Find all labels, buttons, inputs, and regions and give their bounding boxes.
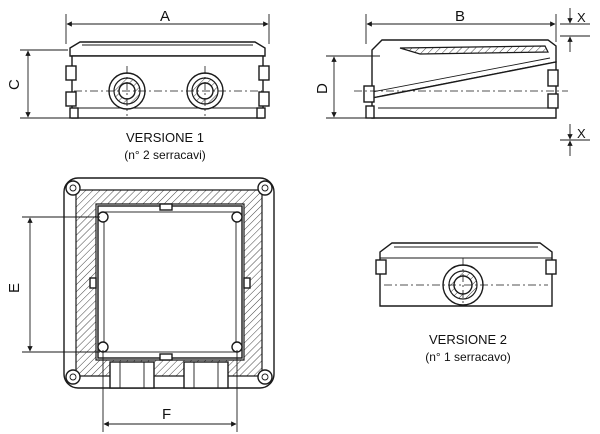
version2-subtitle: (n° 1 serracavo)	[425, 350, 511, 364]
dim-x-top-label: X	[577, 10, 586, 25]
version2-title: VERSIONE 2	[429, 332, 507, 347]
version1-subtitle: (n° 2 serracavi)	[124, 148, 206, 162]
dim-x-bottom-label: X	[577, 126, 586, 141]
version2-view	[375, 242, 557, 307]
dim-d-label: D	[314, 83, 331, 94]
dim-c-label: C	[6, 79, 23, 90]
dimension-f: F	[102, 350, 238, 432]
front-view	[65, 41, 270, 119]
side-view	[354, 39, 568, 119]
version1-title: VERSIONE 1	[126, 130, 204, 145]
dimension-x-top: X	[560, 8, 590, 52]
dim-a-label: A	[160, 8, 170, 25]
dim-f-label: F	[162, 406, 171, 423]
dimension-e: E	[6, 216, 100, 353]
dim-b-label: B	[455, 8, 465, 25]
dimension-c: C	[6, 49, 70, 119]
dimension-d: D	[314, 55, 380, 119]
dim-e-label: E	[6, 283, 23, 293]
dimension-b: B	[365, 8, 557, 44]
top-view	[63, 177, 275, 389]
dimension-x-bottom: X	[560, 124, 590, 156]
dimension-a: A	[65, 8, 270, 44]
